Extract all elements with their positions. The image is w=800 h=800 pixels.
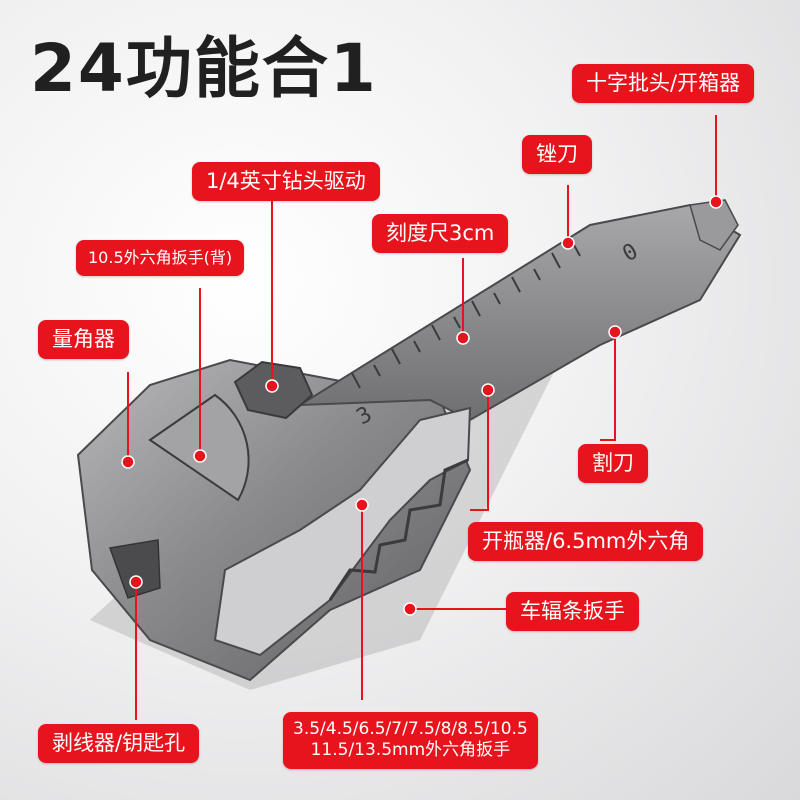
label-hex-sizes-line2: 11.5/13.5mm外六角扳手 xyxy=(310,740,511,761)
dot-hex-back xyxy=(193,449,207,463)
label-file: 锉刀 xyxy=(522,135,592,174)
dot-cutter xyxy=(608,325,622,339)
dot-protractor xyxy=(121,455,135,469)
dot-ruler xyxy=(456,331,470,345)
dot-drill-drive xyxy=(265,379,279,393)
label-cutter: 割刀 xyxy=(578,444,648,483)
label-hex-back: 10.5外六角扳手(背) xyxy=(76,240,245,276)
label-bottle-opener: 开瓶器/6.5mm外六角 xyxy=(468,522,704,561)
stepped-hex-wrench xyxy=(328,458,469,601)
dot-bottle-opener xyxy=(481,383,495,397)
label-hex-sizes-line1: 3.5/4.5/6.5/7/7.5/8/8.5/10.5 xyxy=(293,719,528,739)
label-hex-sizes: 3.5/4.5/6.5/7/7.5/8/8.5/10.5 11.5/13.5mm… xyxy=(283,712,538,769)
label-cross-screwdriver: 十字批头/开箱器 xyxy=(572,64,755,103)
dot-spoke-wrench xyxy=(403,602,417,616)
label-spoke-wrench: 车辐条扳手 xyxy=(506,592,639,631)
wire-stripper-slot xyxy=(108,539,161,599)
ruler-ticks xyxy=(351,244,581,389)
dot-hex-sizes xyxy=(355,498,369,512)
key-shaft xyxy=(296,203,742,422)
dot-cross-screwdriver xyxy=(709,195,723,209)
label-drill-drive: 1/4英寸钻头驱动 xyxy=(192,162,380,201)
leader-lines xyxy=(127,115,717,720)
label-wire-stripper: 剥线器/钥匙孔 xyxy=(38,724,200,763)
marker-dots xyxy=(121,195,723,616)
page-title: 24功能合1 xyxy=(30,30,378,107)
label-ruler: 刻度尺3cm xyxy=(372,214,509,253)
label-protractor: 量角器 xyxy=(38,320,129,359)
dot-wire-stripper xyxy=(129,575,143,589)
dot-file xyxy=(561,236,575,250)
